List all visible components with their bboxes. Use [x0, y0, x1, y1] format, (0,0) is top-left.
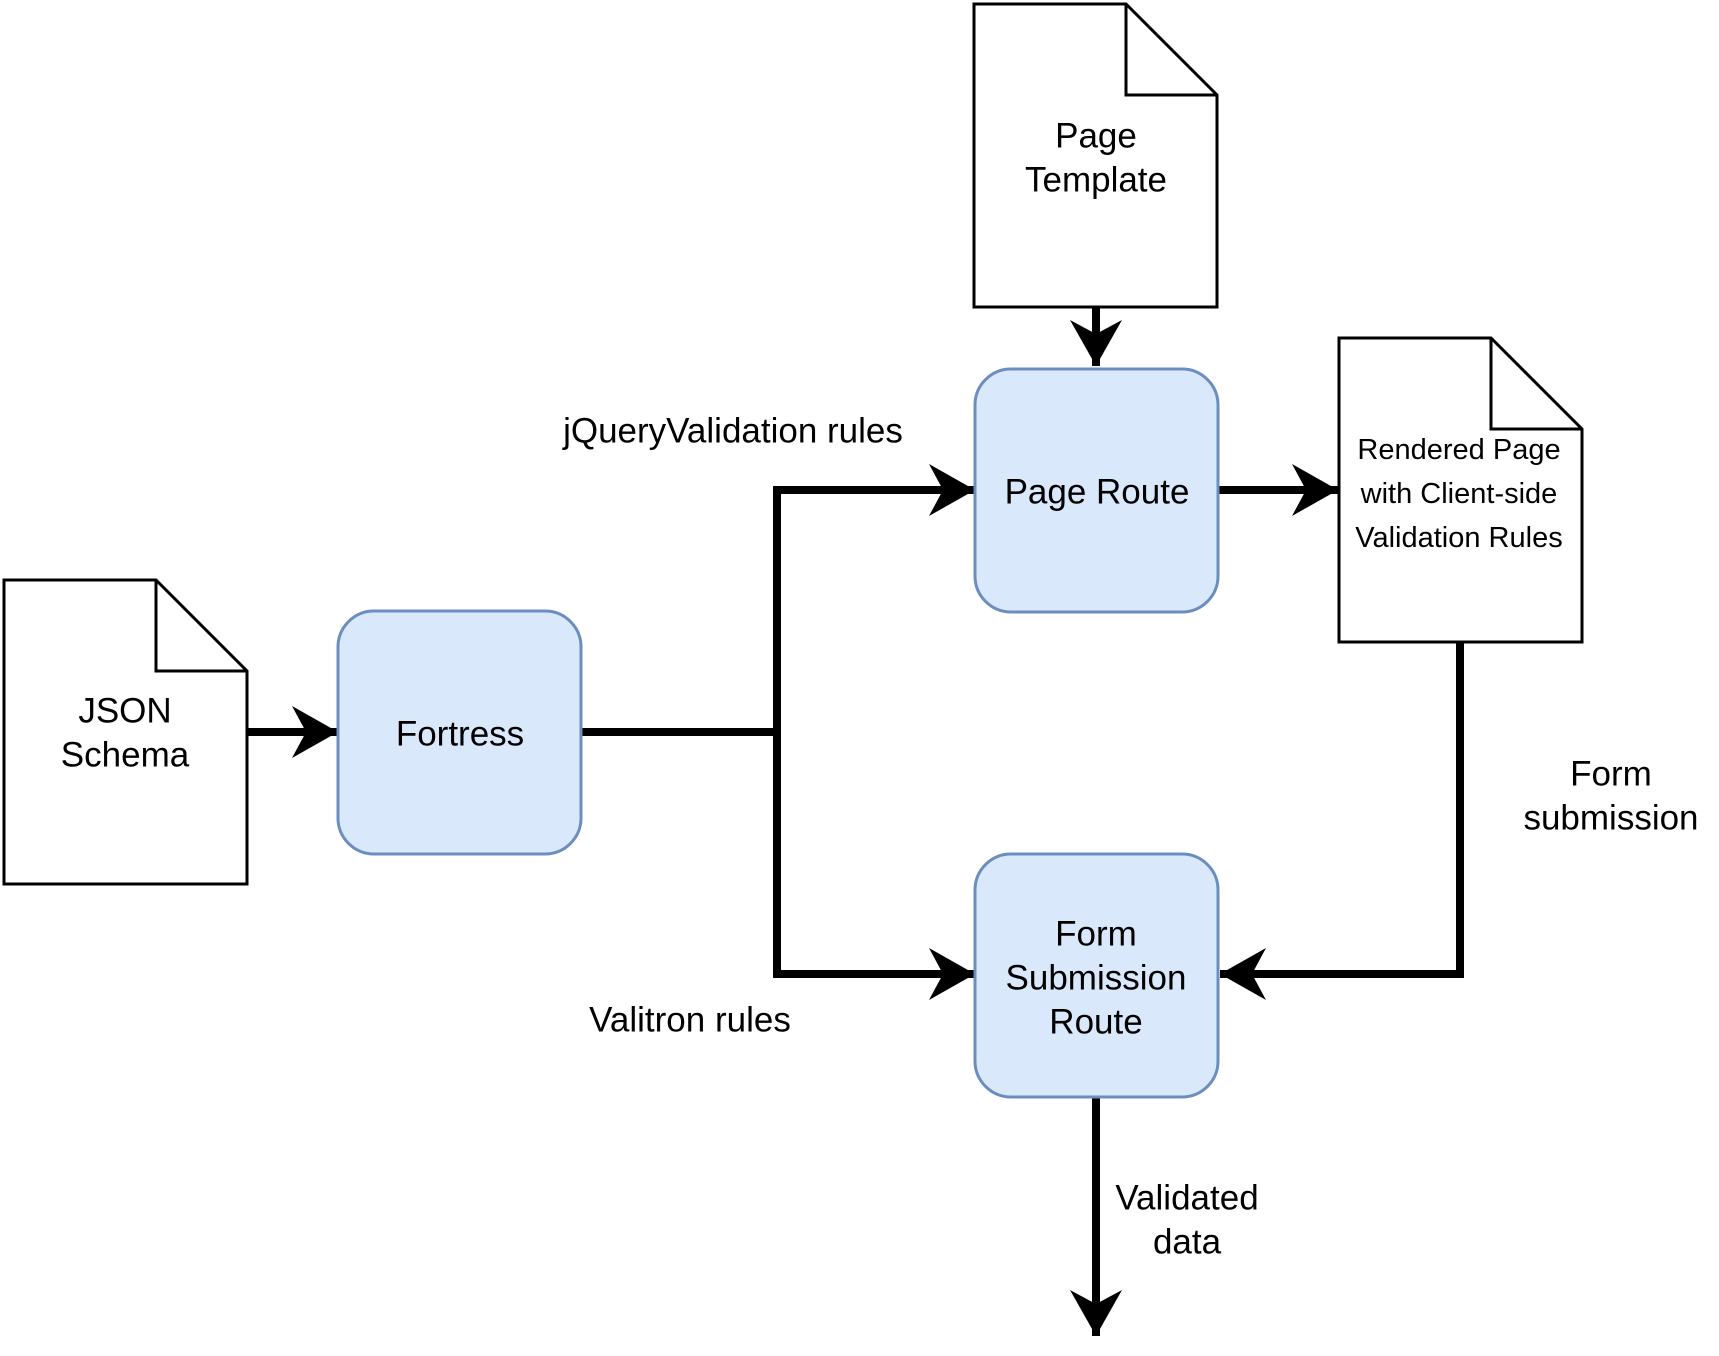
document-shape — [2, 578, 249, 886]
label-line: submission — [1523, 798, 1698, 837]
edge-form-submission — [1220, 640, 1464, 1000]
connectors — [248, 306, 1464, 1336]
label-line: Form — [1055, 914, 1137, 953]
process-fortress: Fortress — [336, 609, 583, 856]
label-line: Schema — [61, 735, 190, 774]
label-line: data — [1153, 1222, 1222, 1261]
process-box — [973, 367, 1220, 614]
document-fold — [154, 580, 247, 673]
document-shape — [1337, 336, 1584, 644]
label-line: Validated — [1115, 1178, 1258, 1217]
label-line: with Client-side — [1360, 478, 1558, 510]
label-line: Rendered Page — [1357, 434, 1560, 466]
edge-jquery-rules-to-page-route — [773, 464, 975, 732]
label-line: jQueryValidation rules — [562, 411, 903, 450]
label-line: Fortress — [396, 714, 524, 753]
label-jquery-validation-rules: jQueryValidation rules — [562, 411, 903, 450]
process-box — [336, 609, 583, 856]
document-shape — [972, 2, 1219, 309]
label-valitron-rules: Valitron rules — [589, 1000, 791, 1039]
label-line: JSON — [78, 691, 171, 730]
document-fold — [1124, 4, 1217, 97]
label-line: Template — [1025, 160, 1167, 199]
label-line: Submission — [1006, 958, 1187, 997]
process-label: Page Route — [1005, 472, 1190, 511]
label-line: Form — [1570, 754, 1652, 793]
label-line: Page — [1055, 116, 1137, 155]
document-json-schema: JSON Schema — [2, 578, 249, 886]
process-page-route: Page Route — [973, 367, 1220, 614]
process-box — [973, 852, 1220, 1099]
label-line: Page Route — [1005, 472, 1190, 511]
process-label: Fortress — [396, 714, 524, 753]
label-line: Valitron rules — [589, 1000, 791, 1039]
label-line: Route — [1049, 1002, 1142, 1041]
label-line: Validation Rules — [1355, 522, 1562, 554]
edge-valitron-rules-to-submission-route — [773, 732, 975, 1000]
label-validated-data: Validated data — [1115, 1178, 1258, 1261]
document-label: JSON Schema — [61, 691, 190, 774]
label-form-submission: Form submission — [1523, 754, 1698, 837]
document-fold — [1489, 338, 1582, 431]
